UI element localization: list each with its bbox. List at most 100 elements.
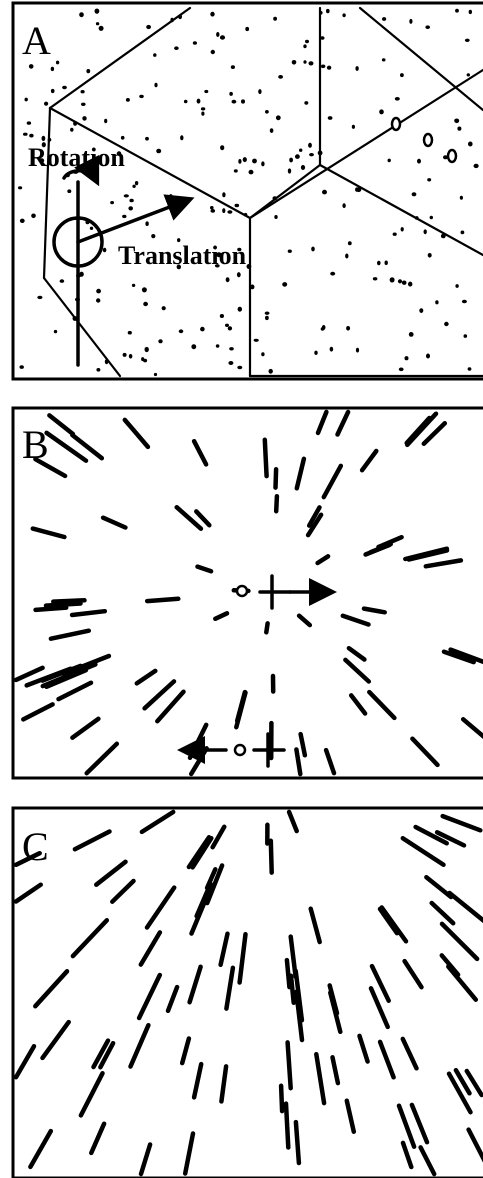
flow-bar	[293, 1119, 302, 1166]
texture-dot	[153, 372, 158, 377]
box-edge-top-right	[358, 6, 483, 112]
flow-bar	[323, 747, 337, 776]
texture-dot	[73, 120, 78, 126]
flow-bar	[144, 885, 177, 930]
flow-bar	[48, 628, 92, 641]
flow-bar	[315, 409, 329, 436]
texture-dot	[200, 326, 205, 332]
texture-dot	[143, 301, 149, 307]
texture-dot	[417, 158, 421, 164]
fixation-circle	[235, 584, 249, 598]
texture-dot	[245, 26, 250, 32]
texture-dot	[151, 234, 156, 239]
flow-bar	[293, 968, 305, 1023]
flow-bar	[294, 456, 307, 491]
texture-dot	[355, 66, 359, 71]
texture-dot	[381, 58, 386, 62]
texture-dot	[287, 249, 292, 253]
flow-bar	[224, 965, 236, 1011]
texture-dot	[128, 354, 133, 359]
texture-dot	[261, 352, 265, 357]
flow-bar	[361, 606, 387, 615]
translation-label: Translation	[118, 241, 247, 270]
rotation-arrow	[62, 154, 100, 187]
flow-bar	[24, 666, 73, 688]
flow-bar	[213, 611, 230, 622]
flow-bar	[308, 906, 322, 945]
texture-dot	[394, 97, 400, 101]
texture-dot	[28, 64, 34, 69]
texture-dot	[258, 89, 262, 95]
box-edge-left	[42, 106, 52, 280]
flow-bar	[91, 1038, 111, 1070]
flow-bar	[400, 1140, 414, 1170]
texture-dot	[141, 287, 147, 293]
texture-dot	[154, 82, 158, 88]
flow-bar	[237, 931, 248, 985]
texture-dot	[303, 44, 307, 49]
flow-bar	[453, 1067, 472, 1096]
texture-dot	[170, 17, 174, 23]
texture-dot	[123, 194, 129, 198]
flow-bar	[379, 905, 409, 944]
texture-dot	[201, 111, 205, 116]
texture-dot	[192, 41, 197, 45]
rotation-label: Rotation	[28, 143, 125, 172]
panel-c-frame	[11, 806, 483, 1178]
flow-bar	[439, 953, 461, 977]
texture-dot	[225, 323, 229, 327]
texture-dot	[177, 238, 181, 243]
flow-bar	[134, 668, 158, 686]
texture-dot	[473, 163, 479, 169]
texture-dot	[423, 229, 427, 235]
texture-dot	[401, 280, 407, 285]
texture-dot	[320, 36, 325, 40]
texture-dot	[264, 311, 270, 315]
texture-dot	[305, 39, 309, 44]
flow-bar	[138, 930, 163, 967]
texture-dot	[144, 346, 149, 353]
texture-dot	[228, 361, 234, 365]
texture-dot	[443, 155, 448, 160]
flow-bar	[234, 690, 248, 730]
texture-dot	[229, 347, 234, 351]
texture-dot	[282, 282, 288, 287]
texture-dot	[304, 101, 309, 105]
texture-dot	[89, 226, 94, 230]
texture-dot	[96, 368, 101, 372]
box-edge-right-top	[248, 68, 483, 220]
flow-bar	[340, 613, 371, 627]
flow-bar	[70, 918, 110, 959]
texture-dot	[129, 198, 134, 203]
texture-dot	[468, 141, 473, 147]
texture-dot	[265, 110, 269, 114]
texture-dot	[104, 359, 109, 365]
texture-dot	[178, 329, 184, 334]
texture-dot	[275, 115, 281, 121]
texture-dot	[161, 306, 166, 311]
flow-bar	[40, 1019, 71, 1061]
texture-dot	[408, 281, 413, 287]
texture-dot	[132, 184, 136, 188]
flow-bar	[195, 564, 214, 574]
box-edge-bottom-left	[42, 276, 122, 378]
flow-bar	[194, 509, 212, 528]
flow-bar	[421, 421, 448, 446]
panel-b-frame	[11, 406, 483, 780]
texture-dot	[248, 169, 254, 175]
texture-dot	[26, 121, 32, 125]
flow-bar	[136, 972, 163, 1021]
texture-dot	[400, 227, 404, 232]
texture-dot	[404, 356, 409, 361]
texture-dot	[291, 60, 297, 65]
texture-dot	[210, 49, 215, 55]
flow-bar	[186, 834, 212, 870]
flow-field-c	[13, 809, 483, 1177]
flow-bar	[187, 964, 203, 1005]
texture-dot	[398, 367, 404, 372]
texture-dot	[219, 35, 226, 40]
flow-bar	[43, 601, 83, 608]
texture-dot	[79, 271, 84, 277]
flow-bar	[377, 1039, 396, 1080]
flow-bar	[314, 1051, 327, 1106]
